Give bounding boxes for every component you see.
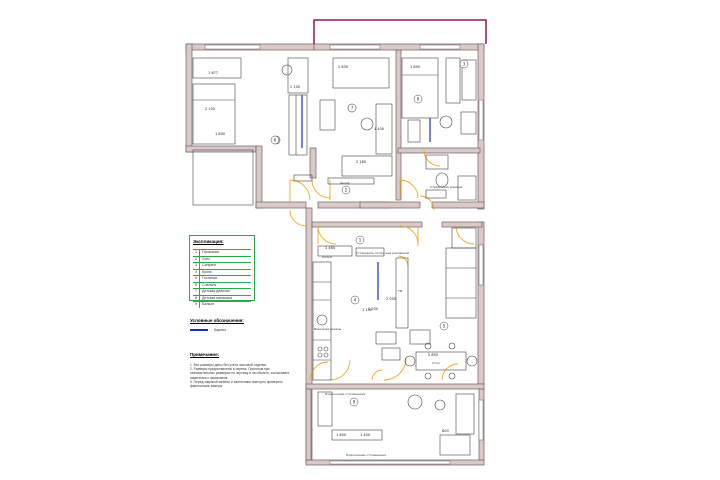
balcony-furniture xyxy=(317,391,475,456)
room-marker: 9 xyxy=(349,397,359,407)
bedroom-furniture xyxy=(192,57,313,206)
notes-title: Примечание: xyxy=(190,352,220,357)
room-marker: 6 xyxy=(270,135,280,145)
dimension: 1 460 xyxy=(325,246,335,250)
room-marker: 2 xyxy=(341,185,351,195)
dimension: 1 400 xyxy=(374,127,384,131)
kitchen-caption: Подоконник-столешница xyxy=(325,392,365,396)
dimension: 1 677 xyxy=(208,71,218,75)
windows xyxy=(204,44,484,465)
svg-text:1: 1 xyxy=(359,238,362,243)
dimension-labels: 1 677 2 100 1 800 2 830 1 690 2 100 2 18… xyxy=(205,65,449,437)
table-label: Стол xyxy=(432,361,440,365)
dimension: 1 150 xyxy=(362,308,372,312)
dimension: 1 690 xyxy=(410,65,420,69)
hall-furniture xyxy=(317,227,477,257)
dimension: 2 050 xyxy=(386,297,396,301)
svg-text:9: 9 xyxy=(353,400,356,405)
svg-text:6: 6 xyxy=(274,138,277,143)
kitchen-furniture xyxy=(312,247,478,381)
curtain-rods xyxy=(301,95,431,300)
doors xyxy=(289,149,475,381)
notes-list: 1. Все размеры даны без учёта чистовой о… xyxy=(190,363,290,388)
svg-text:3: 3 xyxy=(463,62,466,67)
note-item: 1. Все размеры даны без учёта чистовой о… xyxy=(190,363,267,367)
room-marker: 3 xyxy=(459,59,469,69)
room-marker: 4 xyxy=(350,295,360,305)
annotations: Шкаф Стиральная машина Полки Установить … xyxy=(314,181,463,457)
room-marker: 7 xyxy=(347,103,357,113)
balcony-caption: Подоконник-столешница xyxy=(346,453,386,457)
dimension: 2 850 xyxy=(428,353,438,357)
note-item: 3. Перед закупкой мебели и сантехники по… xyxy=(190,379,283,389)
room-markers: 6 7 8 2 1 4 5 9 3 xyxy=(270,59,469,407)
tv-label: ТВ xyxy=(397,289,402,293)
symbols-title: Условные обозначения: xyxy=(190,318,244,323)
svg-text:7: 7 xyxy=(351,106,354,111)
shelf-label: Полки xyxy=(322,255,332,259)
note-item: 2. Размеры предоставлены в чертеж. Проек… xyxy=(190,367,290,380)
room-marker: 1 xyxy=(355,235,365,245)
dimension: 1 800 xyxy=(215,132,225,136)
dimension: 1 600 xyxy=(336,433,346,437)
explication-title: Экспликация: xyxy=(193,239,224,244)
dimension: 2 180 xyxy=(356,160,366,164)
hob-label: Варочная панель xyxy=(314,327,341,331)
room-marker: 8 xyxy=(413,94,423,104)
girls-room-furniture xyxy=(319,57,393,185)
wardrobe-label: Шкаф xyxy=(340,181,350,185)
symbol-cornice: Карниз xyxy=(190,328,226,332)
dimension: 2 830 xyxy=(338,65,348,69)
dimension: 1 400 xyxy=(360,433,370,437)
dimension: 1 200 xyxy=(368,307,378,311)
svg-text:5: 5 xyxy=(443,324,446,329)
room-marker: 5 xyxy=(439,321,449,331)
svg-text:4: 4 xyxy=(354,298,357,303)
balcony-top xyxy=(313,19,487,44)
dimension: 2 100 xyxy=(205,107,215,111)
svg-text:2: 2 xyxy=(345,188,348,193)
svg-text:8: 8 xyxy=(417,97,420,102)
plan-caption: Установить полку над раковиной xyxy=(356,251,409,255)
symbol-label: Карниз xyxy=(214,328,226,332)
washing-label: Стиральная машина xyxy=(430,185,463,189)
dimension: 800 xyxy=(442,429,449,433)
dimension: 2 100 xyxy=(290,85,300,89)
cornice-line-icon xyxy=(190,329,208,331)
boys-room-furniture xyxy=(401,57,477,143)
bathroom-fixtures xyxy=(425,154,477,201)
